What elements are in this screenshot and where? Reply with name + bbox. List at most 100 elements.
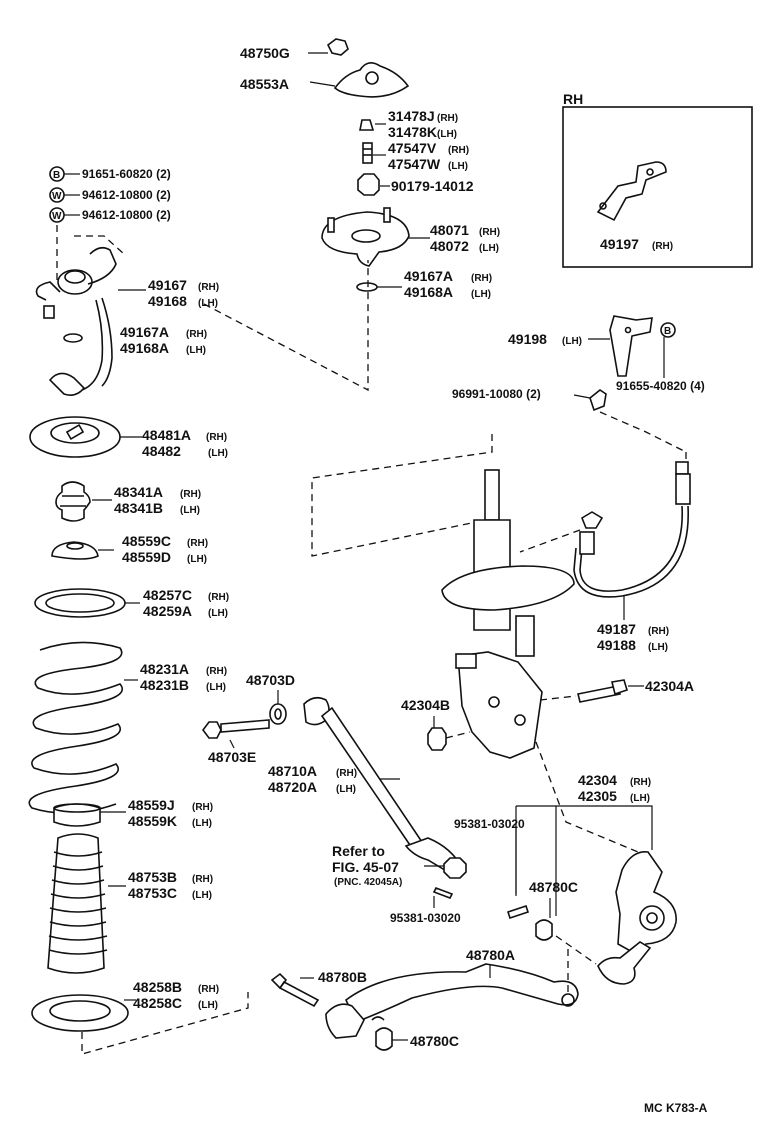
guide-line xyxy=(311,434,493,557)
rh-inset-box xyxy=(562,106,753,268)
pnc-ref-text: (PNC. 42045A) xyxy=(334,877,402,888)
svg-text:(LH): (LH) xyxy=(208,448,228,459)
cotter-pin-small xyxy=(432,886,454,908)
svg-text:(RH): (RH) xyxy=(192,802,213,813)
cotter-pin-95381 xyxy=(506,826,530,920)
seat-48258b xyxy=(31,994,136,1032)
svg-text:(LH): (LH) xyxy=(186,345,206,356)
svg-text:(LH): (LH) xyxy=(562,336,582,347)
bolt-47547 xyxy=(362,142,386,164)
svg-text:(RH): (RH) xyxy=(186,329,207,340)
w-mark-icon: W xyxy=(49,207,80,223)
bushing-48780c-upper xyxy=(535,898,553,941)
svg-text:(RH): (RH) xyxy=(630,777,651,788)
guide-line xyxy=(203,260,369,392)
knuckle xyxy=(597,851,677,985)
dust-cover-48553a xyxy=(309,62,410,98)
svg-text:(LH): (LH) xyxy=(180,505,200,516)
label-48780b: 48780B xyxy=(318,969,367,985)
svg-text:(RH): (RH) xyxy=(206,666,227,677)
label-48553a: 48553A xyxy=(240,76,289,92)
label-48258c: 48258C xyxy=(133,995,182,1011)
label-42304a: 42304A xyxy=(645,678,694,694)
brake-hose-bracket-assembly xyxy=(35,225,146,396)
strut-assembly xyxy=(441,469,575,759)
label-48703e: 48703E xyxy=(208,749,256,765)
label-48559k: 48559K xyxy=(128,813,177,829)
svg-text:(RH): (RH) xyxy=(180,489,201,500)
svg-text:W: W xyxy=(52,211,62,222)
boot-48753 xyxy=(47,833,126,974)
clip-96991 xyxy=(573,389,607,412)
label-48780c-lower: 48780C xyxy=(410,1033,459,1049)
label-48231a: 48231A xyxy=(140,661,189,677)
label-49168: 49168 xyxy=(148,293,187,309)
label-48780c-upper: 48780C xyxy=(529,879,578,895)
ring-49167a-right xyxy=(356,282,402,292)
label-95381-2: 95381-03020 xyxy=(390,911,461,925)
svg-text:B: B xyxy=(53,170,60,181)
svg-text:(LH): (LH) xyxy=(198,298,218,309)
svg-text:(LH): (LH) xyxy=(448,161,468,172)
coil-spring-48231 xyxy=(28,641,138,814)
svg-text:(RH): (RH) xyxy=(479,227,500,238)
svg-text:(LH): (LH) xyxy=(198,1000,218,1011)
guide-line xyxy=(445,731,471,739)
label-48257c: 48257C xyxy=(143,587,192,603)
nut-90179 xyxy=(357,173,390,196)
footer-code: MC K783-A xyxy=(644,1101,708,1115)
label-94612-2: 94612-10800 (2) xyxy=(82,208,171,222)
svg-text:(RH): (RH) xyxy=(652,241,673,252)
label-96991: 96991-10080 (2) xyxy=(452,387,541,401)
bolt-48703e xyxy=(202,719,270,749)
svg-text:(RH): (RH) xyxy=(198,282,219,293)
castle-nut xyxy=(424,857,467,879)
svg-text:(RH): (RH) xyxy=(192,874,213,885)
svg-text:(RH): (RH) xyxy=(336,768,357,779)
label-48750g: 48750G xyxy=(240,45,290,61)
cap-31478 xyxy=(359,119,386,131)
w-mark-icon: W xyxy=(49,187,80,203)
label-48753b: 48753B xyxy=(128,869,177,885)
guide-line xyxy=(535,741,639,853)
refer-to-text: Refer to xyxy=(332,843,385,859)
label-48703d: 48703D xyxy=(246,672,295,688)
label-48559c: 48559C xyxy=(122,533,171,549)
bumper-48341 xyxy=(55,481,112,522)
svg-text:W: W xyxy=(52,191,62,202)
svg-text:(LH): (LH) xyxy=(437,129,457,140)
b-mark-icon: B xyxy=(49,166,80,182)
svg-text:(LH): (LH) xyxy=(206,682,226,693)
label-49168a-left: 49168A xyxy=(120,340,169,356)
brake-hose-49187 xyxy=(573,461,691,620)
lower-arm-48780a xyxy=(325,963,579,1039)
svg-text:(RH): (RH) xyxy=(471,273,492,284)
guide-line xyxy=(519,529,581,553)
label-90179: 90179-14012 xyxy=(391,178,474,194)
svg-text:(LH): (LH) xyxy=(336,784,356,795)
bolt-48780b xyxy=(270,972,320,1008)
nut-48750g xyxy=(308,38,349,56)
label-91655: 91655-40820 (4) xyxy=(616,379,705,393)
label-48559d: 48559D xyxy=(122,549,171,565)
svg-text:(RH): (RH) xyxy=(208,592,229,603)
label-42304b: 42304B xyxy=(401,697,450,713)
insulator-48257c xyxy=(34,588,140,618)
svg-text:(LH): (LH) xyxy=(192,818,212,829)
label-49198: 49198 xyxy=(508,331,547,347)
spring-bumper-48559j xyxy=(53,803,126,827)
ring-49167a-left xyxy=(63,333,83,343)
svg-text:B: B xyxy=(664,326,671,337)
label-49167a-left: 49167A xyxy=(120,324,169,340)
support-48071 xyxy=(321,207,430,267)
bracket-49198 xyxy=(588,315,653,377)
label-31478j: 31478J xyxy=(388,108,435,124)
nut-42304b xyxy=(427,716,447,751)
label-48482: 48482 xyxy=(142,443,181,459)
label-49167a-right: 49167A xyxy=(404,268,453,284)
label-31478k: 31478K xyxy=(388,124,437,140)
svg-text:(RH): (RH) xyxy=(648,626,669,637)
label-48720a: 48720A xyxy=(268,779,317,795)
label-48259a: 48259A xyxy=(143,603,192,619)
